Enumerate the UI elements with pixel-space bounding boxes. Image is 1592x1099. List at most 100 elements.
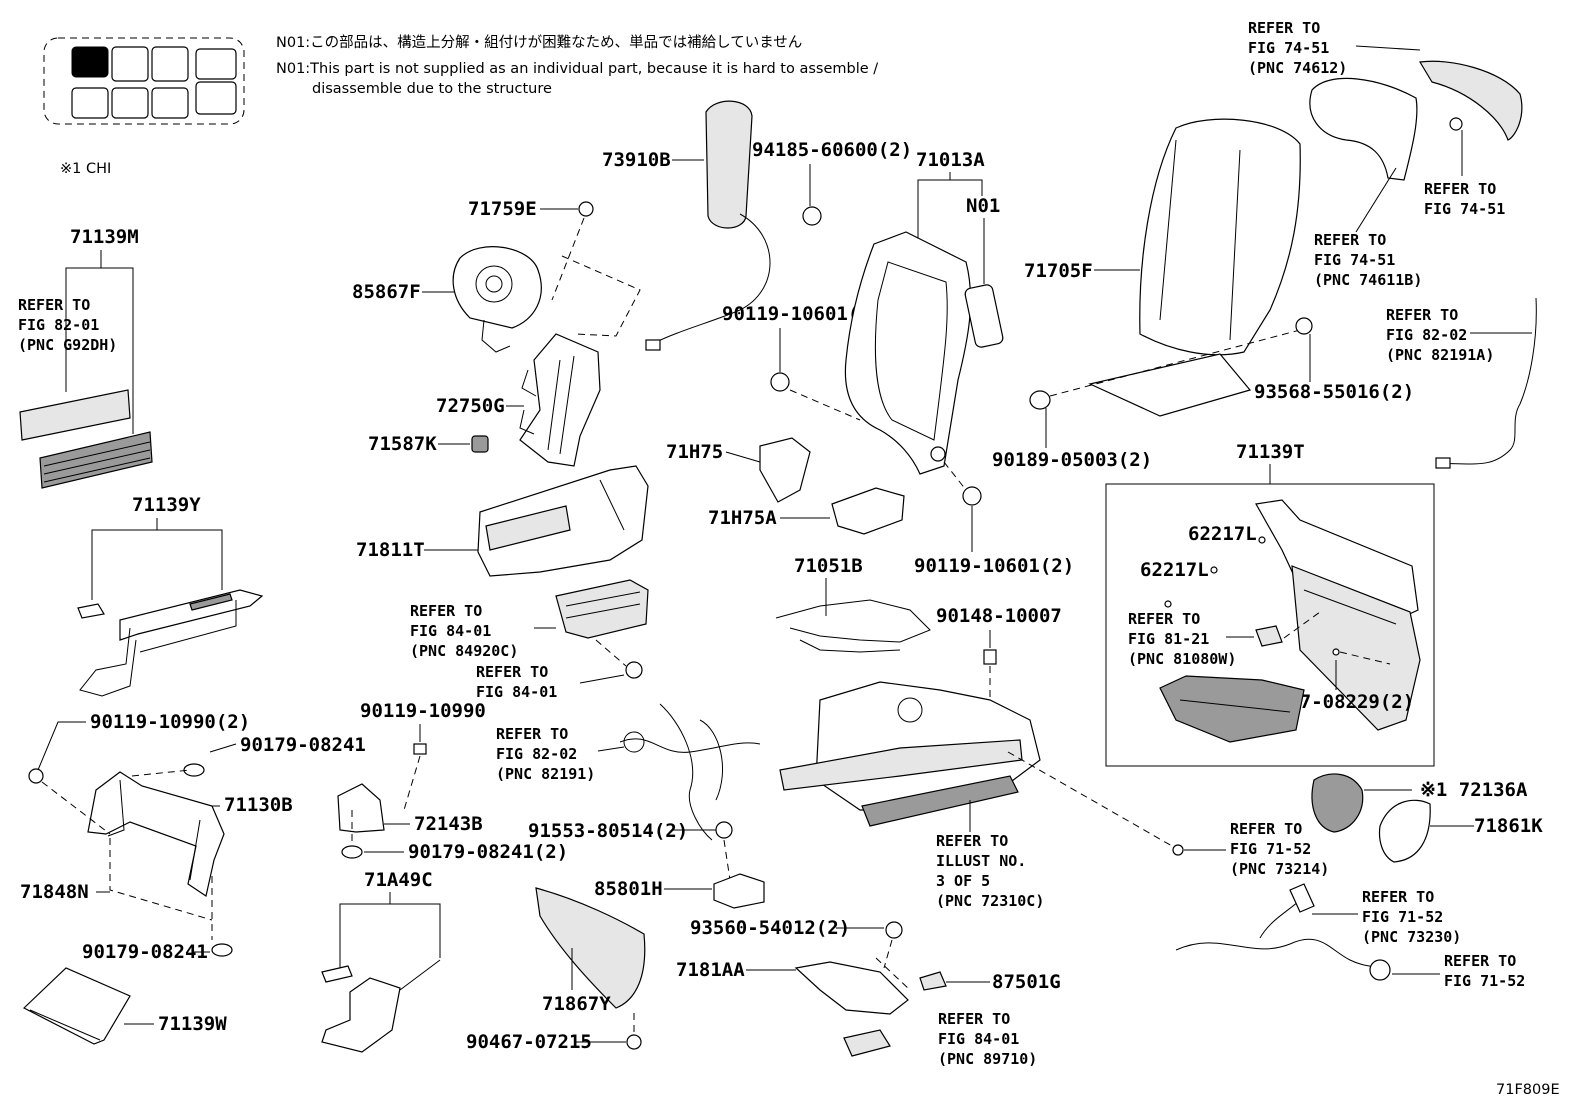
clip-icon <box>211 943 233 957</box>
svg-text:(PNC 74611B): (PNC 74611B) <box>1314 271 1422 289</box>
label-71139Y: 71139Y <box>132 494 201 516</box>
label-71139T: 71139T <box>1236 441 1305 463</box>
label-71759E: 71759E <box>468 198 537 220</box>
part-71139Y-bracket <box>77 589 264 697</box>
refer-fig-81-21-81080w: REFER TO FIG 81-21 (PNC 81080W) <box>1128 610 1236 668</box>
svg-text:REFER TO: REFER TO <box>476 663 548 681</box>
label-71587K: 71587K <box>368 433 437 455</box>
part-71139T-cover <box>1255 499 1421 731</box>
label-71848N: 71848N <box>20 881 89 903</box>
bolt-icon <box>962 486 982 506</box>
clip-icon <box>341 845 363 859</box>
part-73230-harness <box>1175 883 1381 969</box>
refer-fig-71-52-73230: REFER TO FIG 71-52 (PNC 73230) <box>1362 888 1461 946</box>
part-89710-module <box>843 1029 891 1057</box>
label-71139M: 71139M <box>70 226 139 248</box>
label-90179-08241-b: 90179-08241 <box>82 941 208 963</box>
part-74611B-handle <box>1309 77 1418 181</box>
part-85801H-sensor <box>713 873 765 909</box>
svg-text:(PNC 82191A): (PNC 82191A) <box>1386 346 1494 364</box>
part-71811T-shield <box>477 465 649 577</box>
svg-text:FIG 82-02: FIG 82-02 <box>496 745 577 763</box>
part-71H75A-bracket <box>831 487 905 535</box>
seat-locator-map <box>43 37 245 125</box>
svg-text:REFER TO: REFER TO <box>410 602 482 620</box>
svg-text:REFER TO: REFER TO <box>1128 610 1200 628</box>
svg-text:FIG 84-01: FIG 84-01 <box>476 683 557 701</box>
nut-icon <box>1295 317 1313 335</box>
svg-text:REFER TO: REFER TO <box>1314 231 1386 249</box>
svg-text:(PNC 73230): (PNC 73230) <box>1362 928 1461 946</box>
refer-fig-84-01-b: REFER TO FIG 84-01 <box>476 663 557 701</box>
part-71013A-seatback-frame <box>844 231 1004 475</box>
svg-text:(PNC 89710): (PNC 89710) <box>938 1050 1037 1068</box>
svg-text:FIG 84-01: FIG 84-01 <box>938 1030 1019 1048</box>
svg-text:FIG 71-52: FIG 71-52 <box>1444 972 1525 990</box>
part-71861K-cover <box>1378 799 1431 863</box>
label-72136A: ※1 72136A <box>1420 779 1528 801</box>
part-82191A-harness <box>1439 297 1537 465</box>
part-72143B-bracket <box>337 783 385 848</box>
part-72750G-frame <box>519 255 641 467</box>
refer-fig-74-51-74612: REFER TO FIG 74-51 (PNC 74612) <box>1248 19 1347 77</box>
clip-icon <box>626 1034 642 1050</box>
refer-fig-82-02-82191: REFER TO FIG 82-02 (PNC 82191) <box>496 725 595 783</box>
label-90467-07215: 90467-07215 <box>466 1031 592 1053</box>
refer-fig-82-01-g92dh: REFER TO FIG 82-01 (PNC G92DH) <box>18 296 117 354</box>
svg-text:REFER TO: REFER TO <box>1386 306 1458 324</box>
part-71H75-bracket <box>759 437 811 503</box>
svg-text:(PNC 84920C): (PNC 84920C) <box>410 642 518 660</box>
label-90119-10990: 90119-10990 <box>360 700 486 722</box>
nut-icon <box>578 201 594 217</box>
label-71051B: 71051B <box>794 555 863 577</box>
svg-text:ILLUST NO.: ILLUST NO. <box>936 852 1026 870</box>
clip-icon <box>1029 390 1051 410</box>
svg-text:REFER TO: REFER TO <box>938 1010 1010 1028</box>
group-box-71139T <box>1105 483 1435 767</box>
refer-illust-no-3-of-5: REFER TO ILLUST NO. 3 OF 5 (PNC 72310C) <box>936 832 1044 910</box>
svg-text:FIG 74-51: FIG 74-51 <box>1248 39 1329 57</box>
part-82191-harness <box>619 703 761 841</box>
label-71130B: 71130B <box>224 794 293 816</box>
svg-text:(PNC 73214): (PNC 73214) <box>1230 860 1329 878</box>
part-72310C-seat-track <box>779 681 1041 827</box>
drawing-id: 71F809E <box>1496 1082 1560 1098</box>
part-71867Y-pad <box>535 887 646 1009</box>
clip-icon <box>183 763 205 777</box>
bolt-icon <box>715 821 733 839</box>
part-71A49C-bracket <box>321 959 441 1053</box>
screw-icon <box>885 921 903 939</box>
part-71705F-seatback-board <box>1088 118 1301 417</box>
label-7181AA: 7181AA <box>676 959 745 981</box>
label-71811T: 71811T <box>356 539 425 561</box>
svg-text:REFER TO: REFER TO <box>1424 180 1496 198</box>
svg-text:FIG 74-51: FIG 74-51 <box>1314 251 1395 269</box>
refer-fig-74-51-74611b: REFER TO FIG 74-51 (PNC 74611B) <box>1314 231 1422 289</box>
part-71130B-frame <box>87 771 225 897</box>
label-71H75: 71H75 <box>666 441 723 463</box>
part-7181AA-bracket <box>794 957 911 1015</box>
nut-icon <box>802 206 822 226</box>
svg-text:REFER TO: REFER TO <box>496 725 568 743</box>
svg-text:FIG 82-02: FIG 82-02 <box>1386 326 1467 344</box>
svg-text:FIG 84-01: FIG 84-01 <box>410 622 491 640</box>
bolt-icon <box>983 649 997 665</box>
label-85801H: 85801H <box>594 878 663 900</box>
label-71139W: 71139W <box>158 1013 227 1035</box>
svg-text:REFER TO: REFER TO <box>1230 820 1302 838</box>
nut-icon <box>1172 844 1184 856</box>
part-74612-trim <box>1419 60 1523 141</box>
svg-text:3 OF 5: 3 OF 5 <box>936 872 990 890</box>
label-87501G: 87501G <box>992 971 1061 993</box>
svg-text:REFER TO: REFER TO <box>18 296 90 314</box>
label-71867Y: 71867Y <box>542 993 611 1015</box>
svg-text:REFER TO: REFER TO <box>936 832 1008 850</box>
svg-text:(PNC 82191): (PNC 82191) <box>496 765 595 783</box>
svg-text:REFER TO: REFER TO <box>1362 888 1434 906</box>
bolt-icon <box>28 768 44 784</box>
note-chi: ※1 CHI <box>60 161 111 177</box>
clip-icon <box>1449 117 1463 131</box>
svg-text:REFER TO: REFER TO <box>1248 19 1320 37</box>
label-71H75A: 71H75A <box>708 507 777 529</box>
note-n01-english-line2: disassemble due to the structure <box>312 81 552 97</box>
